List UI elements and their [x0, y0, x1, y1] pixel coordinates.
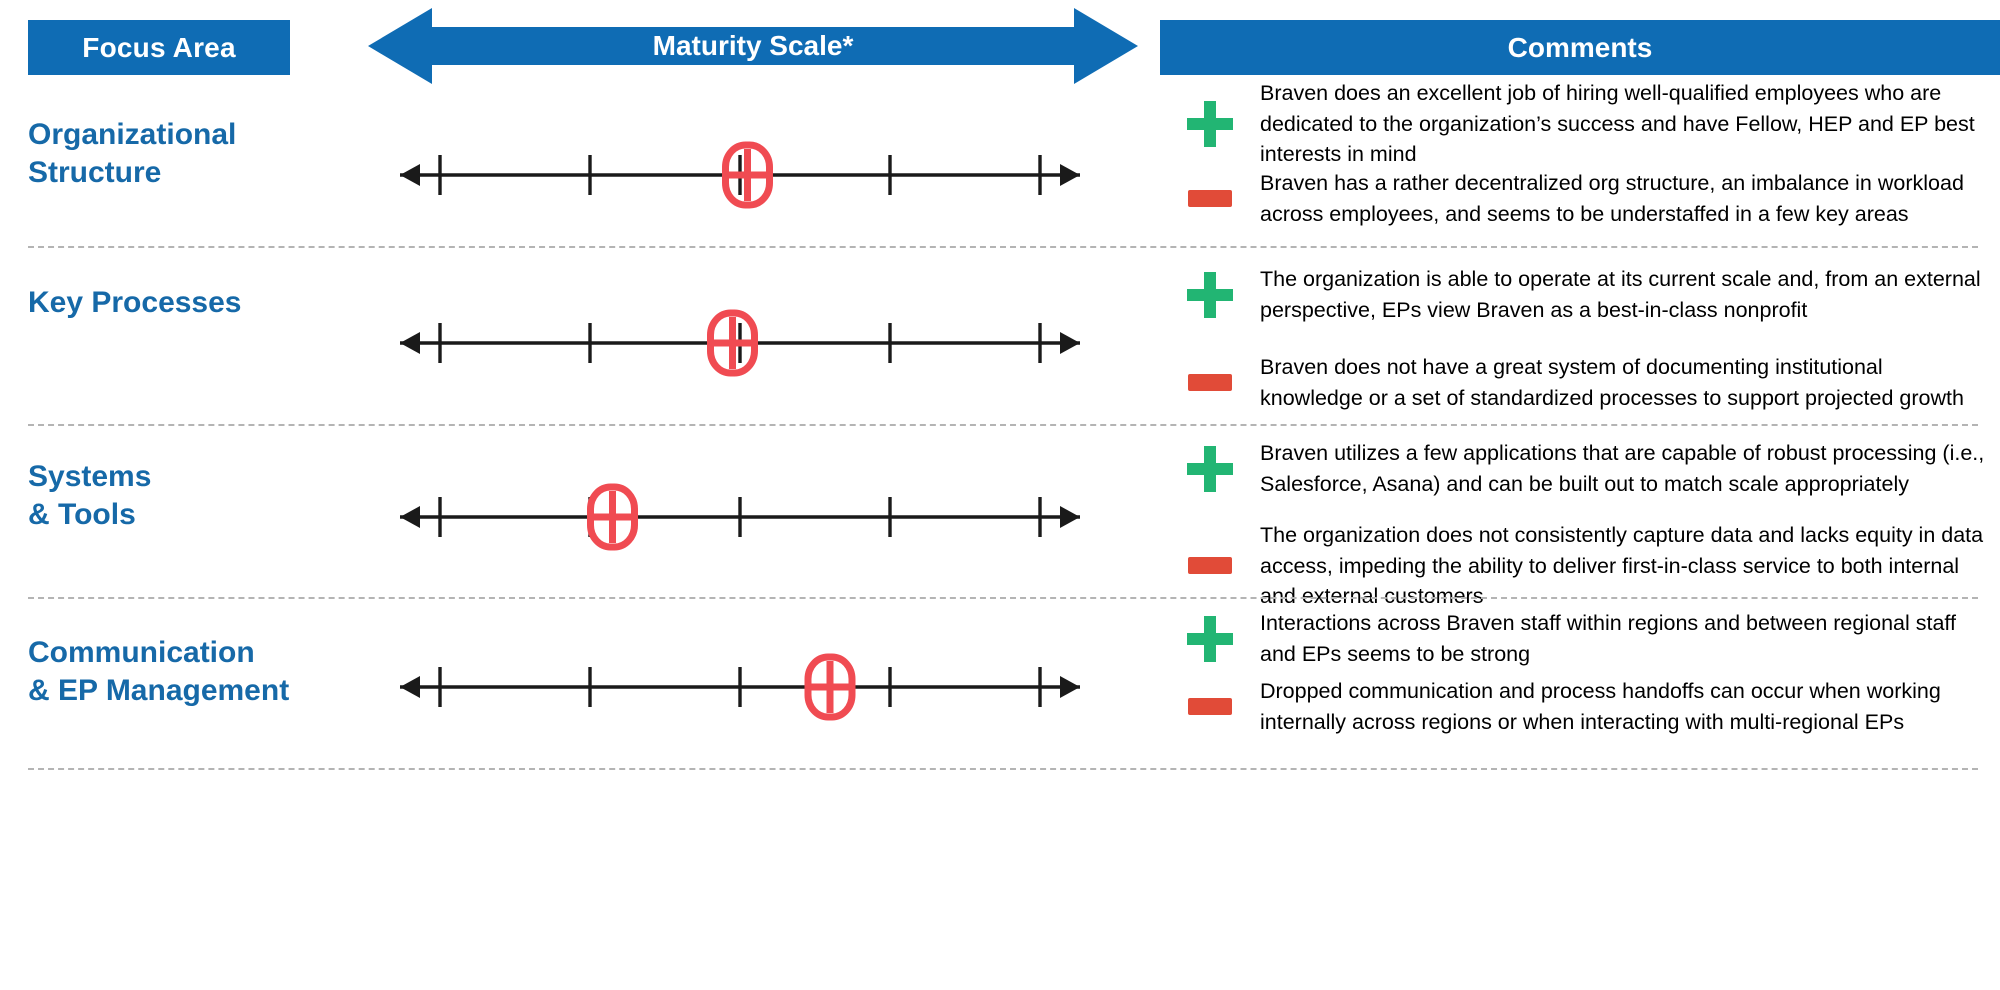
positive-comment-text: The organization is able to operate at i…	[1260, 267, 1981, 322]
positive-comment: Interactions across Braven staff within …	[1160, 608, 2000, 669]
maturity-scale-axis[interactable]	[380, 308, 1100, 378]
row-divider	[28, 424, 1978, 426]
plus-icon	[1160, 608, 1260, 669]
maturity-scale-arrow-banner	[368, 8, 1138, 84]
negative-comment: Dropped communication and process handof…	[1160, 676, 2000, 737]
positive-comment: Braven does an excellent job of hiring w…	[1160, 78, 2000, 170]
positive-comment-text: Interactions across Braven staff within …	[1260, 611, 1956, 666]
negative-comment-text: Dropped communication and process handof…	[1260, 679, 1941, 734]
focus-area-line-2: Structure	[28, 156, 162, 190]
row-divider	[28, 246, 1978, 248]
focus-area-line-1: Systems	[28, 460, 152, 493]
header-focus-area: Focus Area	[28, 20, 290, 75]
plus-icon	[1160, 264, 1260, 325]
focus-area-line-1: Communication	[28, 636, 255, 669]
negative-comment: Braven does not have a great system of d…	[1160, 352, 2000, 413]
minus-icon	[1160, 676, 1260, 737]
maturity-scale-axis[interactable]	[380, 482, 1100, 552]
focus-area-label: Communication & EP Management	[28, 634, 358, 711]
row-divider	[28, 768, 1978, 770]
positive-comment-text: Braven utilizes a few applications that …	[1260, 441, 1985, 496]
header-comments: Comments	[1160, 20, 2000, 75]
positive-comment: The organization is able to operate at i…	[1160, 264, 2000, 325]
minus-icon	[1160, 520, 1260, 612]
maturity-scale-axis[interactable]	[380, 652, 1100, 722]
minus-icon	[1160, 168, 1260, 229]
negative-comment-text: The organization does not consistently c…	[1260, 523, 1984, 609]
minus-icon	[1160, 352, 1260, 413]
negative-comment: Braven has a rather decentralized org st…	[1160, 168, 2000, 229]
positive-comment: Braven utilizes a few applications that …	[1160, 438, 2000, 499]
maturity-scale-axis[interactable]	[380, 140, 1100, 210]
focus-area-label: Key Processes	[28, 284, 358, 322]
negative-comment: The organization does not consistently c…	[1160, 520, 2000, 612]
focus-area-line-1: Key Processes	[28, 286, 242, 319]
focus-area-line-2: & EP Management	[28, 674, 290, 708]
focus-area-line-1: Organizational	[28, 118, 237, 151]
negative-comment-text: Braven has a rather decentralized org st…	[1260, 171, 1964, 226]
plus-icon	[1160, 438, 1260, 499]
table-header: Focus Area Maturity Scale* Comments	[0, 0, 2000, 90]
negative-comment-text: Braven does not have a great system of d…	[1260, 355, 1964, 410]
positive-comment-text: Braven does an excellent job of hiring w…	[1260, 81, 1975, 167]
focus-area-label: Systems & Tools	[28, 458, 358, 535]
focus-area-line-2: & Tools	[28, 498, 136, 532]
row-divider	[28, 597, 1978, 599]
plus-icon	[1160, 78, 1260, 170]
